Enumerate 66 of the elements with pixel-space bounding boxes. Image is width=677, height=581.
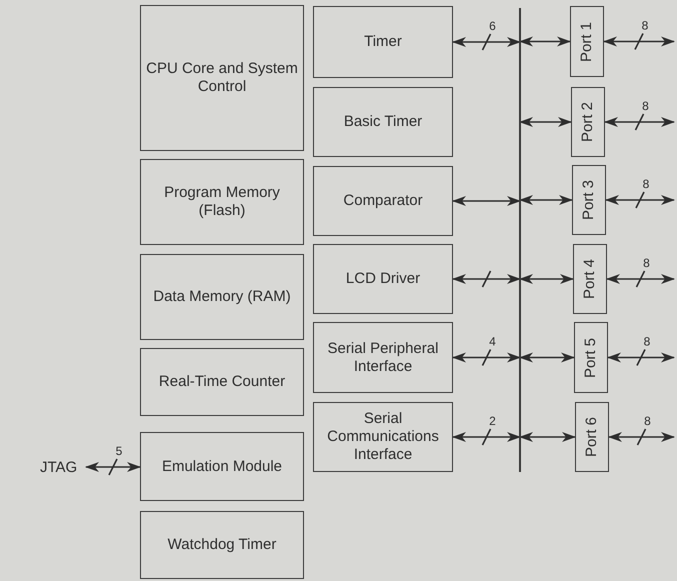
edge-label: 6 (489, 19, 496, 33)
bidirectional-arrow (452, 432, 521, 442)
block-label: Serial Peripheral Interface (328, 340, 438, 374)
bidirectional-arrow (519, 117, 572, 127)
block-label: Emulation Module (162, 458, 282, 474)
module-box (140, 348, 304, 416)
bidirectional-arrow (519, 36, 571, 46)
module-box (313, 322, 453, 393)
bidirectional-arrow (452, 37, 521, 47)
bidirectional-arrow (603, 36, 675, 46)
edge-label: 8 (642, 99, 649, 113)
edge-label: 2 (489, 414, 496, 428)
block-label: Comparator (343, 192, 423, 209)
module-box (313, 6, 453, 78)
signal-label: JTAG (40, 458, 78, 476)
bidirectional-arrow (519, 195, 573, 205)
block-label: LCD Driver (346, 270, 420, 287)
bidirectional-arrow (608, 432, 675, 442)
block-label: Watchdog Timer (168, 536, 276, 553)
bidirectional-arrow (452, 196, 521, 206)
module-box (313, 402, 453, 472)
block-label: Program Memory (Flash) (164, 184, 280, 219)
port-label: Port 3 (580, 180, 598, 220)
module-box (313, 244, 453, 314)
edge-label: 8 (644, 414, 651, 428)
port-box (570, 6, 604, 77)
bidirectional-arrow (607, 352, 675, 362)
bidirectional-arrow (519, 274, 574, 284)
port-box (574, 322, 608, 393)
port-label: Port 1 (578, 21, 596, 62)
block-label: Real-Time Counter (158, 373, 286, 390)
block-label: Timer (364, 33, 402, 50)
port-label: Port 6 (583, 416, 601, 458)
bidirectional-arrow (519, 432, 576, 442)
bidirectional-arrow (519, 352, 575, 362)
port-label: Port 5 (582, 337, 600, 378)
edge-label: 8 (643, 256, 650, 270)
edge-label: 4 (489, 334, 496, 348)
edge-label: 8 (644, 334, 650, 348)
bidirectional-arrow (85, 462, 141, 472)
bidirectional-arrow (604, 117, 675, 127)
edge-label: 5 (116, 444, 122, 458)
port-box (571, 87, 605, 157)
port-box (573, 244, 607, 314)
module-box (313, 87, 453, 157)
bidirectional-arrow (605, 195, 675, 205)
bidirectional-arrow (452, 352, 521, 362)
module-box (140, 159, 304, 245)
module-box (140, 511, 304, 579)
port-box (575, 402, 609, 472)
block-label: Basic Timer (344, 113, 422, 130)
edge-label: 8 (642, 18, 648, 32)
block-label: Serial Communications Interface (327, 410, 439, 463)
module-box (313, 166, 453, 236)
block-label: Data Memory (RAM) (153, 288, 291, 305)
edge-label: 8 (642, 177, 650, 191)
port-box (572, 165, 606, 235)
bidirectional-arrow (606, 274, 675, 284)
bus-line (519, 8, 521, 472)
bidirectional-arrow (452, 274, 521, 284)
port-label: Port 4 (581, 258, 599, 300)
module-box (140, 5, 304, 151)
block-label: CPU Core and System Control (146, 60, 298, 95)
module-box (140, 432, 304, 501)
module-box (140, 254, 304, 340)
port-label: Port 2 (579, 102, 597, 142)
